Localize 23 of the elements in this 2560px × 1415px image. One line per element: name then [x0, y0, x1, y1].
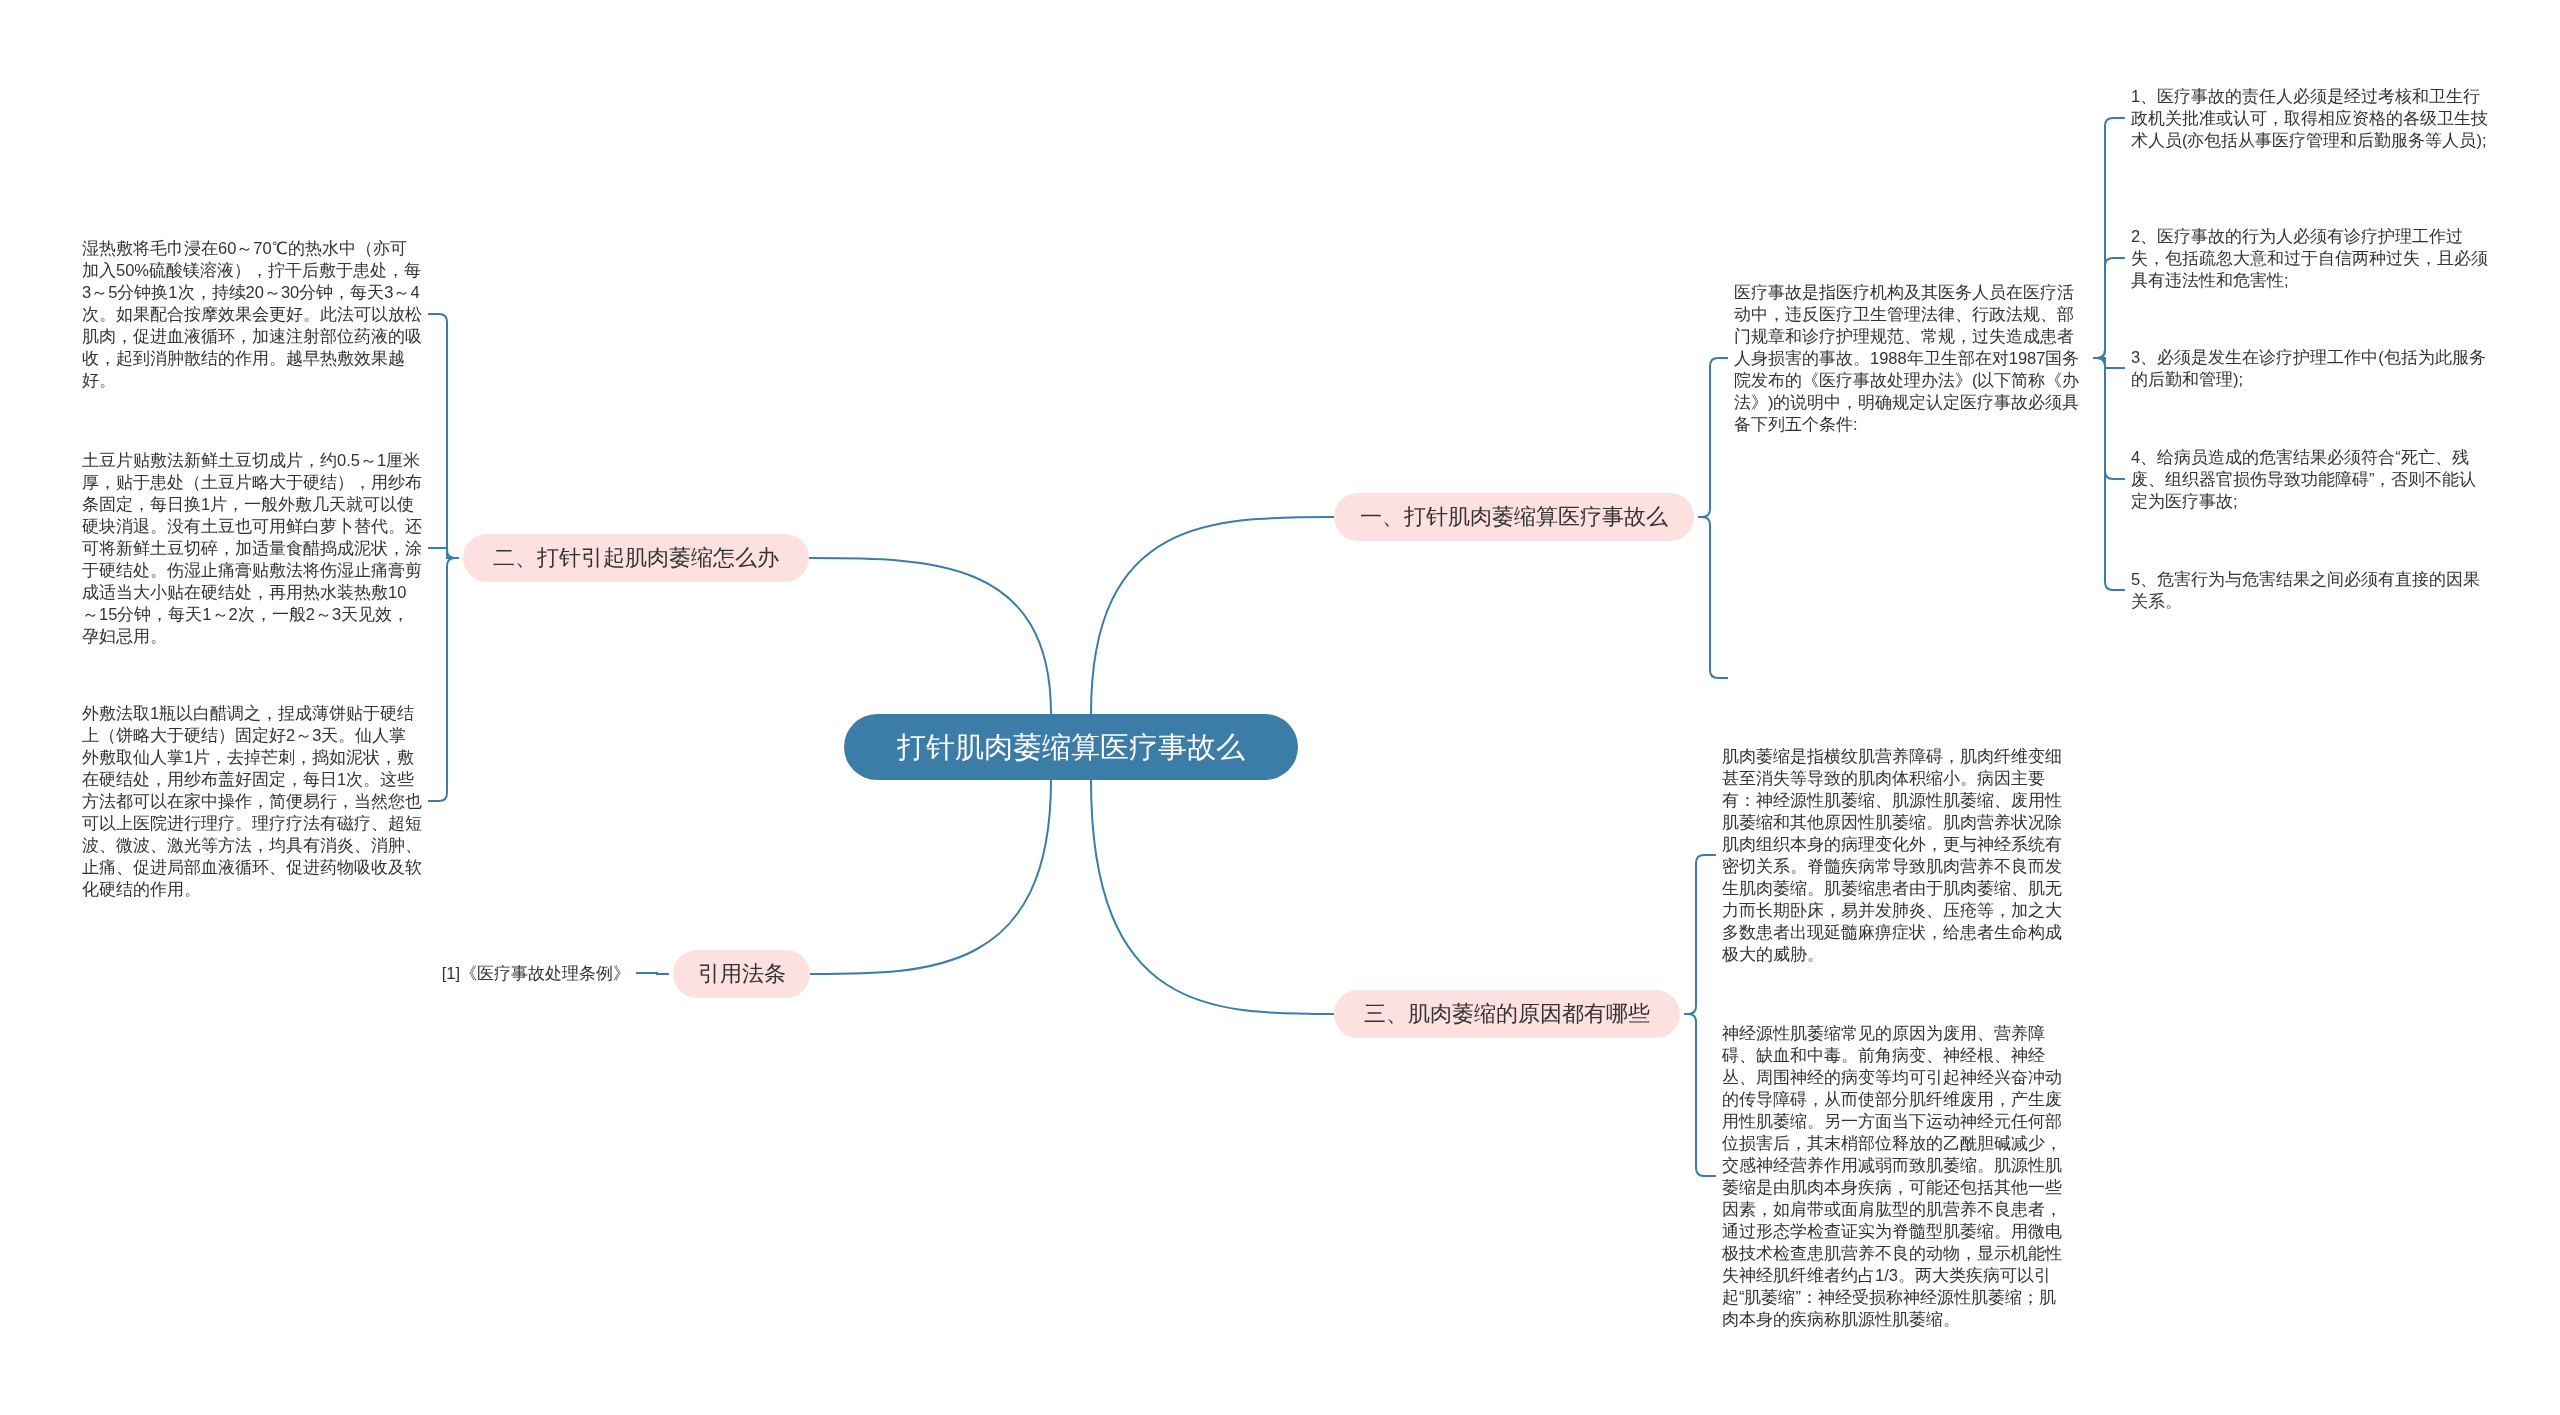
connector-line [1090, 516, 1335, 715]
note-text: 外敷法取1瓶以白醋调之，捏成薄饼贴于硬结上（饼略大于硬结）固定好2～3天。仙人掌外敷取仙人掌1片，去掉芒刺，捣如泥状，敷在硬结处，用纱布盖好固定，每日1次。这些方法都可以在家中操作，简便易行，当然您也可以上医院进行理疗。理疗疗法有磁疗、超短波、微波、激光等方法，均具有消炎、消肿、止痛、促进局部血液循环、促进药物吸收及软化硬结的作用。 [82, 702, 422, 900]
note-text: 3、必须是发生在诊疗护理工作中(包括为此服务的后勤和管理); [2131, 346, 2491, 390]
note-text: 湿热敷将毛巾浸在60～70℃的热水中（亦可加入50%硫酸镁溶液），拧干后敷于患处，每3～5分钟换1次，持续20～30分钟，每天3～4次。如果配合按摩效果会更好。此法可以放松肌肉，促进血液循环，加速注射部位药液的吸收，起到消肿散结的作用。越早热敷效果越好。 [82, 237, 422, 391]
topic-pill: 三、肌肉萎缩的原因都有哪些 [1334, 990, 1680, 1038]
central-topic: 打针肌肉萎缩算医疗事故么 [844, 714, 1298, 780]
topic-pill: 一、打针肌肉萎缩算医疗事故么 [1334, 493, 1694, 541]
connector-line [808, 557, 1052, 715]
note-text: 神经源性肌萎缩常见的原因为废用、营养障碍、缺血和中毒。前角病变、神经根、神经丛、周围神经的病变等均可引起神经兴奋冲动的传导障碍，从而使部分肌纤维废用，产生废用性肌萎缩。另一方面当下运动神经元任何部位损害后，其末梢部位释放的乙酰胆碱减少，交感神经营养作用减弱而致肌萎缩。肌源性肌萎缩是由肌肉本身疾病，可能还包括其他一些因素，如肩带或面肩肱型的肌营养不良患者，通过形态学检查证实为脊髓型肌萎缩。用微电极技术检查患肌营养不良的动物，显示机能性失神经肌纤维者约占1/3。两大类疾病可以引起“肌萎缩”：神经受损称神经源性肌萎缩；肌肉本身的疾病称肌源性肌萎缩。 [1722, 1022, 2072, 1330]
note-text: 肌肉萎缩是指横纹肌营养障碍，肌肉纤维变细甚至消失等导致的肌肉体积缩小。病因主要有：神经源性肌萎缩、肌源性肌萎缩、废用性肌萎缩和其他原因性肌萎缩。肌肉营养状况除肌肉组织本身的病理变化外，更与神经系统有密切关系。脊髓疾病常导致肌肉营养不良而发生肌肉萎缩。肌萎缩患者由于肌肉萎缩、肌无力而长期卧床，易并发肺炎、压疮等，加之大多数患者出现延髓麻痹症状，给患者生命构成极大的威胁。 [1722, 745, 2072, 965]
connector-line [1697, 516, 1729, 679]
note-text: 1、医疗事故的责任人必须是经过考核和卫生行政机关批准或认可，取得相应资格的各级卫生技术人员(亦包括从事医疗管理和后勤服务等人员); [2131, 85, 2491, 151]
reference-text: [1]《医疗事故处理条例》 [410, 962, 630, 984]
topic-pill: 二、打针引起肌肉萎缩怎么办 [463, 534, 809, 582]
note-text: 5、危害行为与危害结果之间必须有直接的因果关系。 [2131, 568, 2491, 612]
connector-line [1090, 779, 1335, 1015]
topic-pill: 引用法条 [673, 950, 810, 998]
note-text: 土豆片贴敷法新鲜土豆切成片，约0.5～1厘米厚，贴于患处（土豆片略大于硬结），用纱布条固定，每日换1片，一般外敷几天就可以使硬块消退。没有土豆也可用鲜白萝卜替代。还可将新鲜土豆切碎，加适量食醋捣成泥状，涂于硬结处。伤湿止痛膏贴敷法将伤湿止痛膏剪成适当大小贴在硬结处，再用热水装热敷10～15分钟，每天1～2次，一般2～3天见效，孕妇忌用。 [82, 449, 422, 647]
connector-line [635, 972, 670, 975]
note-text: 2、医疗事故的行为人必须有诊疗护理工作过失，包括疏忽大意和过于自信两种过失，且必须具有违法性和危害性; [2131, 225, 2491, 291]
connector-line [809, 779, 1052, 975]
note-text: 4、给病员造成的危害结果必须符合“死亡、残废、组织器官损伤导致功能障碍”，否则不能认定为医疗事故; [2131, 446, 2491, 512]
note-text: 医疗事故是指医疗机构及其医务人员在医疗活动中，违反医疗卫生管理法律、行政法规、部门规章和诊疗护理规范、常规，过失造成患者人身损害的事故。1988年卫生部在对1987国务院发布的《医疗事故处理办法》(以下简称《办法》)的说明中，明确规定认定医疗事故必须具备下列五个条件: [1734, 281, 2089, 435]
